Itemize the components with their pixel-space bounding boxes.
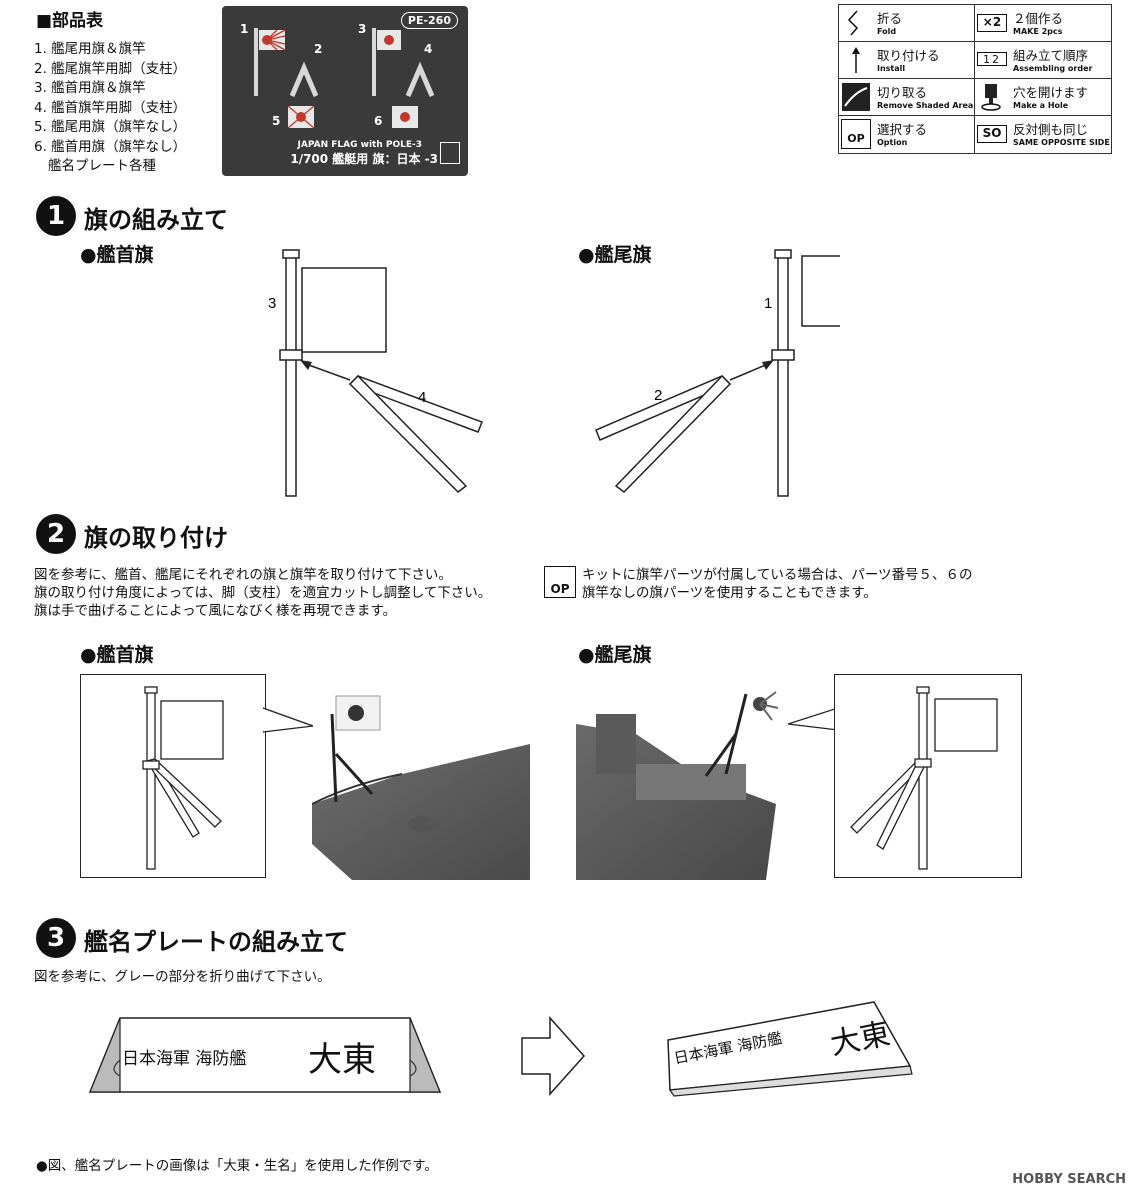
parts-list-item: 6. 艦首用旗（旗竿なし） xyxy=(34,138,187,155)
legend-label: 穴を開けます xyxy=(1013,85,1089,100)
fret-subtitle: 1/700 艦艇用 旗：日本 -3 xyxy=(290,152,438,166)
parts-list-item: 3. 艦首用旗＆旗竿 xyxy=(34,80,146,96)
parts-list-item: 2. 艦尾旗竿用脚（支柱） xyxy=(34,60,187,77)
parts-list-item: 5. 艦尾用旗（旗竿なし） xyxy=(34,119,187,135)
stern-flag-detail-box xyxy=(834,674,1022,878)
bow-flag-detail-drawing xyxy=(142,686,224,870)
legend-hole: 穴を開けます Make a Hole xyxy=(975,79,1111,116)
cut-icon xyxy=(842,83,870,111)
legend-label: 取り付ける xyxy=(877,48,940,63)
legend-label: 反対側も同じ xyxy=(1013,122,1089,137)
parts-list-item: 1. 艦尾用旗＆旗竿 xyxy=(34,41,146,57)
step-1-badge: 1 xyxy=(36,196,76,236)
order-icon: 12 xyxy=(977,52,1007,66)
part-number-1: 1 xyxy=(764,295,772,312)
part-number-2: 2 xyxy=(654,387,662,404)
legend-option: OP 選択する Option xyxy=(839,116,975,153)
legend-label-en: Option xyxy=(877,138,908,147)
step-2-badge: 2 xyxy=(36,514,76,554)
legend-install: 取り付ける Install xyxy=(839,42,975,79)
step-3-title: 艦名プレートの組み立て xyxy=(84,928,348,956)
legend-make-2: ×2 ２個作る MAKE 2pcs xyxy=(975,5,1111,42)
footer-note: ●図、艦名プレートの画像は「大東・生名」を使用した作例です。 xyxy=(36,1158,438,1174)
symbol-legend: 折る Fold ×2 ２個作る MAKE 2pcs 取り付ける Install … xyxy=(838,4,1112,154)
step-2-option-note: キットに旗竿パーツが付属している場合は、パーツ番号５、６の 旗竿なしの旗パーツを… xyxy=(582,567,973,601)
plate-prefix-text: 日本海軍 海防艦 xyxy=(122,1049,247,1069)
legend-label: 組み立て順序 xyxy=(1013,48,1089,63)
fold-icon xyxy=(847,10,859,36)
fret-part-number: 5 xyxy=(272,114,281,128)
name-plate-folded-drawing xyxy=(667,1001,913,1097)
legend-order: 12 組み立て順序 Assembling order xyxy=(975,42,1111,79)
stern-flag-assembly-drawing: 1 2 xyxy=(595,249,840,497)
step-2-bow-label: ●艦首旗 xyxy=(80,644,154,666)
bow-model-photo xyxy=(312,695,530,880)
legend-label-en: Install xyxy=(877,64,906,73)
stern-flag-detail-drawing xyxy=(850,686,998,870)
plate-ship-name: 大東 xyxy=(308,1040,376,1080)
step-3-instructions: 図を参考に、グレーの部分を折り曲げて下さい。 xyxy=(34,969,331,985)
watermark: HOBBY SEARCH xyxy=(1012,1172,1126,1187)
fret-part-number: 1 xyxy=(240,22,249,36)
step-2-stern-label: ●艦尾旗 xyxy=(578,644,652,666)
legend-label-en: MAKE 2pcs xyxy=(1013,27,1063,36)
step-2-title: 旗の取り付け xyxy=(84,524,228,552)
fret-parts-drawing xyxy=(254,28,435,129)
fret-code-badge: PE-260 xyxy=(400,12,458,29)
legend-label: 切り取る xyxy=(877,85,928,100)
callout-pointer xyxy=(788,707,838,731)
step-1-bow-label: ●艦首旗 xyxy=(80,244,154,266)
callout-pointer xyxy=(263,707,313,733)
parts-list-item: 艦名プレート各種 xyxy=(48,158,156,174)
result-arrow-icon xyxy=(521,1016,586,1096)
parts-list-title: ■部品表 xyxy=(36,11,104,31)
fret-title: JAPAN FLAG with POLE-3 xyxy=(297,140,422,150)
legend-fold: 折る Fold xyxy=(839,5,975,42)
step-2-instructions: 図を参考に、艦首、艦尾にそれぞれの旗と旗竿を取り付けて下さい。 旗の取り付け角度… xyxy=(34,567,492,619)
parts-list: 1. 艦尾用旗＆旗竿 2. 艦尾旗竿用脚（支柱） 3. 艦首用旗＆旗竿 4. 艦… xyxy=(34,40,186,177)
step-1-title: 旗の組み立て xyxy=(84,206,228,234)
bow-flag-assembly-drawing: 3 4 xyxy=(268,249,483,497)
fret-part-number: 6 xyxy=(374,114,383,128)
step-1-stern-label: ●艦尾旗 xyxy=(578,244,652,266)
legend-label-en: Assembling order xyxy=(1013,64,1093,73)
fret-part-number: 2 xyxy=(314,42,323,56)
fret-part-number: 3 xyxy=(358,22,367,36)
part-number-3: 3 xyxy=(268,295,276,312)
photo-etch-fret: 1 2 3 4 5 6 PE-260 JAPAN FLAG with xyxy=(222,6,468,176)
step-3-badge: 3 xyxy=(36,918,76,958)
legend-label-en: Fold xyxy=(877,27,897,36)
legend-label-en: Remove Shaded Area xyxy=(877,101,974,110)
legend-label: 選択する xyxy=(877,122,928,137)
same-side-icon: SO xyxy=(977,125,1007,143)
part-number-4: 4 xyxy=(418,389,426,406)
legend-cut: 切り取る Remove Shaded Area xyxy=(839,79,975,116)
legend-label: 折る xyxy=(877,11,903,26)
legend-same-side: SO 反対側も同じ SAME OPPOSITE SIDE xyxy=(975,116,1111,153)
stern-model-photo xyxy=(576,691,779,880)
fret-part-number: 4 xyxy=(424,42,433,56)
name-plate-flat-drawing xyxy=(88,1017,442,1093)
legend-label: ２個作る xyxy=(1013,11,1064,26)
bow-flag-detail-box xyxy=(80,674,266,878)
parts-list-item: 4. 艦首旗竿用脚（支柱） xyxy=(34,99,187,116)
legend-label-en: Make a Hole xyxy=(1013,101,1069,110)
option-icon: OP xyxy=(841,119,871,149)
legend-label-en: SAME OPPOSITE SIDE xyxy=(1013,138,1110,147)
brand-logo-icon xyxy=(440,142,460,164)
drill-icon xyxy=(981,84,1001,111)
x2-icon: ×2 xyxy=(977,14,1007,32)
option-icon: OP xyxy=(544,566,576,598)
install-arrow-icon xyxy=(852,47,860,73)
